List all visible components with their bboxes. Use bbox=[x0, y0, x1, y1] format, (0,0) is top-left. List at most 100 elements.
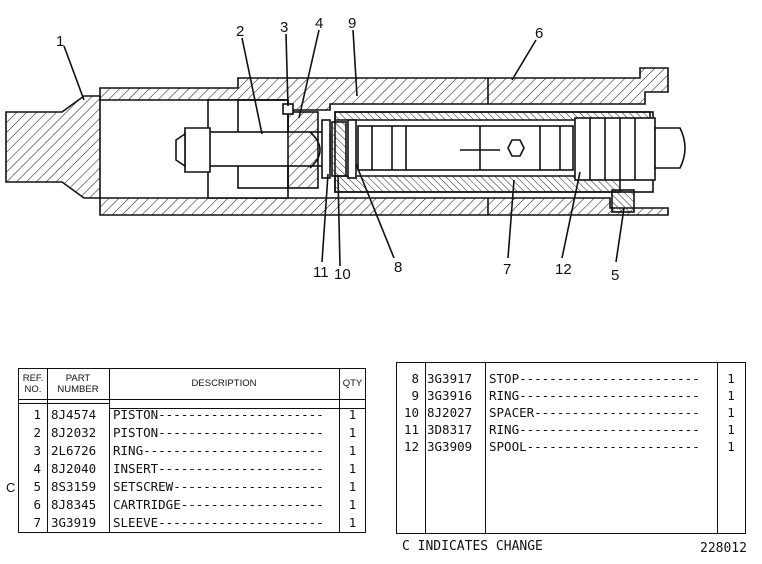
ref-no: 8 bbox=[411, 371, 419, 386]
qty: 1 bbox=[348, 425, 357, 440]
table-row: 6 8J8345 CARTRIDGE------------------- 1 bbox=[19, 497, 365, 515]
part-number: 8J4574 bbox=[51, 407, 97, 422]
part-number: 8J2032 bbox=[51, 425, 97, 440]
callout-4: 4 bbox=[315, 15, 323, 32]
setscrew-5 bbox=[611, 189, 635, 213]
description: RING------------------------ bbox=[113, 443, 324, 458]
callout-8: 8 bbox=[394, 259, 402, 276]
header-part-number: PART NUMBER bbox=[47, 369, 109, 404]
qty: 1 bbox=[727, 439, 735, 454]
housing-upper-wall bbox=[99, 67, 669, 111]
part-number: 3G3917 bbox=[427, 371, 473, 386]
callout-6: 6 bbox=[535, 25, 543, 42]
table-row: 9 3G3916 RING------------------------ 1 bbox=[397, 388, 745, 406]
ref-no: 2 bbox=[33, 425, 41, 440]
description: SLEEVE---------------------- bbox=[113, 515, 324, 530]
qty: 1 bbox=[348, 407, 357, 422]
callout-1: 1 bbox=[56, 33, 64, 50]
parts-table-right: 8 3G3917 STOP------------------------ 1 … bbox=[396, 362, 746, 534]
part-number: 8J2040 bbox=[51, 461, 97, 476]
ref-no: 10 bbox=[403, 405, 419, 420]
col-divider bbox=[109, 369, 110, 532]
table-row: 11 3D8317 RING------------------------ 1 bbox=[397, 422, 745, 440]
callout-9: 9 bbox=[348, 15, 356, 32]
ref-no: 5 bbox=[33, 479, 41, 494]
callout-2: 2 bbox=[236, 23, 244, 40]
ref-no: 12 bbox=[403, 439, 419, 454]
table-row: 5 8S3159 SETSCREW-------------------- 1 bbox=[19, 479, 365, 497]
description: PISTON---------------------- bbox=[113, 407, 324, 422]
table-row: 8 3G3917 STOP------------------------ 1 bbox=[397, 371, 745, 389]
qty: 1 bbox=[348, 497, 357, 512]
part-number: 8S3159 bbox=[51, 479, 97, 494]
stop-8 bbox=[574, 117, 656, 181]
qty: 1 bbox=[348, 443, 357, 458]
header-part-line1: PART bbox=[65, 373, 91, 384]
insert-4 bbox=[287, 111, 319, 189]
callout-11: 11 bbox=[313, 264, 329, 281]
header-ref: REF. NO. bbox=[19, 369, 47, 404]
part-number: 2L6726 bbox=[51, 443, 97, 458]
col-divider bbox=[339, 369, 340, 532]
housing-lower-wall bbox=[99, 197, 669, 216]
figure-number: 228012 bbox=[700, 541, 747, 556]
callout-12: 12 bbox=[555, 261, 572, 278]
header-description: DESCRIPTION bbox=[109, 369, 339, 409]
table-row: 7 3G3919 SLEEVE---------------------- 1 bbox=[19, 515, 365, 533]
col-divider bbox=[717, 363, 718, 533]
change-note: C INDICATES CHANGE bbox=[402, 539, 543, 554]
callout-3: 3 bbox=[280, 19, 288, 36]
description: PISTON---------------------- bbox=[113, 425, 324, 440]
header-part-line2: NUMBER bbox=[57, 384, 99, 395]
description: SPACER---------------------- bbox=[489, 405, 700, 420]
callout-10: 10 bbox=[334, 266, 351, 283]
col-divider bbox=[485, 363, 486, 533]
header-ref-line1: REF. bbox=[22, 373, 44, 384]
table-row: 12 3G3909 SPOOL----------------------- 1 bbox=[397, 439, 745, 457]
ref-no: 4 bbox=[33, 461, 41, 476]
header-ref-line2: NO. bbox=[24, 384, 42, 395]
qty: 1 bbox=[727, 422, 735, 437]
spool-hex-hole bbox=[507, 139, 525, 157]
spacer-10 bbox=[331, 121, 347, 177]
part-number: 3D8317 bbox=[427, 422, 473, 437]
change-mark: C bbox=[6, 480, 16, 495]
ref-no: 3 bbox=[33, 443, 41, 458]
header-qty: QTY bbox=[339, 369, 366, 409]
col-divider bbox=[425, 363, 426, 533]
table-row: 1 8J4574 PISTON---------------------- 1 bbox=[19, 407, 365, 425]
qty: 1 bbox=[727, 388, 735, 403]
callout-7: 7 bbox=[503, 261, 511, 278]
description: RING------------------------ bbox=[489, 388, 700, 403]
cartridge-assembly-drawing: 1 2 3 4 9 6 11 10 8 7 12 5 bbox=[5, 15, 686, 284]
qty: 1 bbox=[348, 461, 357, 476]
table-row: 2 8J2032 PISTON---------------------- 1 bbox=[19, 425, 365, 443]
piston-2-collar bbox=[184, 127, 211, 173]
table-row: 4 8J2040 INSERT---------------------- 1 bbox=[19, 461, 365, 479]
description: SPOOL----------------------- bbox=[489, 439, 700, 454]
qty: 1 bbox=[727, 405, 735, 420]
part-number: 8J2027 bbox=[427, 405, 473, 420]
description: STOP------------------------ bbox=[489, 371, 700, 386]
col-divider bbox=[47, 369, 48, 532]
table-row: 10 8J2027 SPACER---------------------- 1 bbox=[397, 405, 745, 423]
ref-no: 7 bbox=[33, 515, 41, 530]
part-number: 3G3916 bbox=[427, 388, 473, 403]
callout-5: 5 bbox=[611, 267, 619, 284]
ref-no: 11 bbox=[403, 422, 419, 437]
part-number: 8J8345 bbox=[51, 497, 97, 512]
ring-11 bbox=[321, 119, 331, 179]
spool-12 bbox=[357, 125, 574, 171]
qty: 1 bbox=[727, 371, 735, 386]
ref-no: 1 bbox=[33, 407, 41, 422]
description: INSERT---------------------- bbox=[113, 461, 324, 476]
part-number: 3G3919 bbox=[51, 515, 97, 530]
description: RING------------------------ bbox=[489, 422, 700, 437]
ring-9 bbox=[347, 119, 357, 179]
piston-1-head bbox=[5, 95, 101, 199]
table-row: 3 2L6726 RING------------------------ 1 bbox=[19, 443, 365, 461]
parts-table-left: REF. NO. PART NUMBER DESCRIPTION QTY 1 8… bbox=[18, 368, 366, 533]
end-cap bbox=[654, 127, 686, 169]
description: SETSCREW-------------------- bbox=[113, 479, 324, 494]
ref-no: 9 bbox=[411, 388, 419, 403]
